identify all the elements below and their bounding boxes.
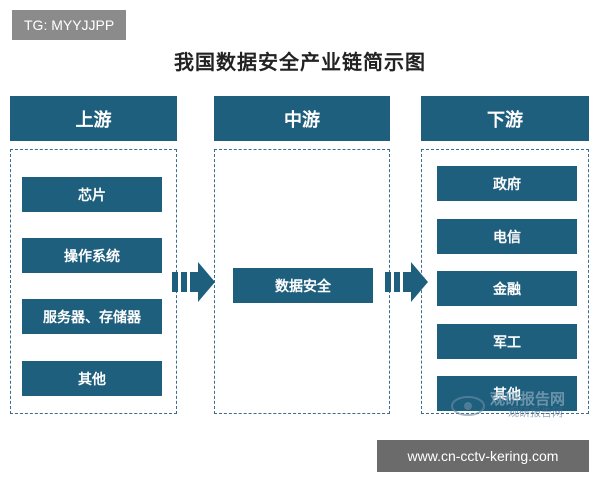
bottom-watermark: www.cn-cctv-kering.com	[377, 440, 589, 472]
arrow-right-icon	[172, 262, 215, 302]
upstream-item-os: 操作系统	[22, 238, 162, 273]
logo-watermark: 观研报告网 观研报告网	[450, 388, 600, 422]
midstream-item-data-security: 数据安全	[233, 268, 373, 303]
diagram-title: 我国数据安全产业链简示图	[174, 50, 426, 74]
downstream-item-finance: 金融	[437, 271, 577, 306]
upstream-header: 上游	[10, 96, 177, 141]
downstream-item-other: 其他	[437, 376, 577, 411]
downstream-header: 下游	[421, 96, 589, 141]
upstream-item-server-storage: 服务器、存储器	[22, 299, 162, 334]
midstream-header: 中游	[214, 96, 390, 141]
downstream-item-government: 政府	[437, 166, 577, 201]
upstream-item-chip: 芯片	[22, 177, 162, 212]
logo-watermark-text: 观研报告网	[490, 390, 566, 408]
downstream-item-telecom: 电信	[437, 219, 577, 254]
logo-icon	[451, 396, 485, 416]
arrow-right-icon	[385, 262, 428, 302]
upstream-item-other: 其他	[22, 361, 162, 396]
logo-watermark-subtext: 观研报告网	[508, 406, 563, 419]
watermark-tag: TG: MYYJJPP	[12, 10, 127, 40]
downstream-item-military: 军工	[437, 324, 577, 359]
